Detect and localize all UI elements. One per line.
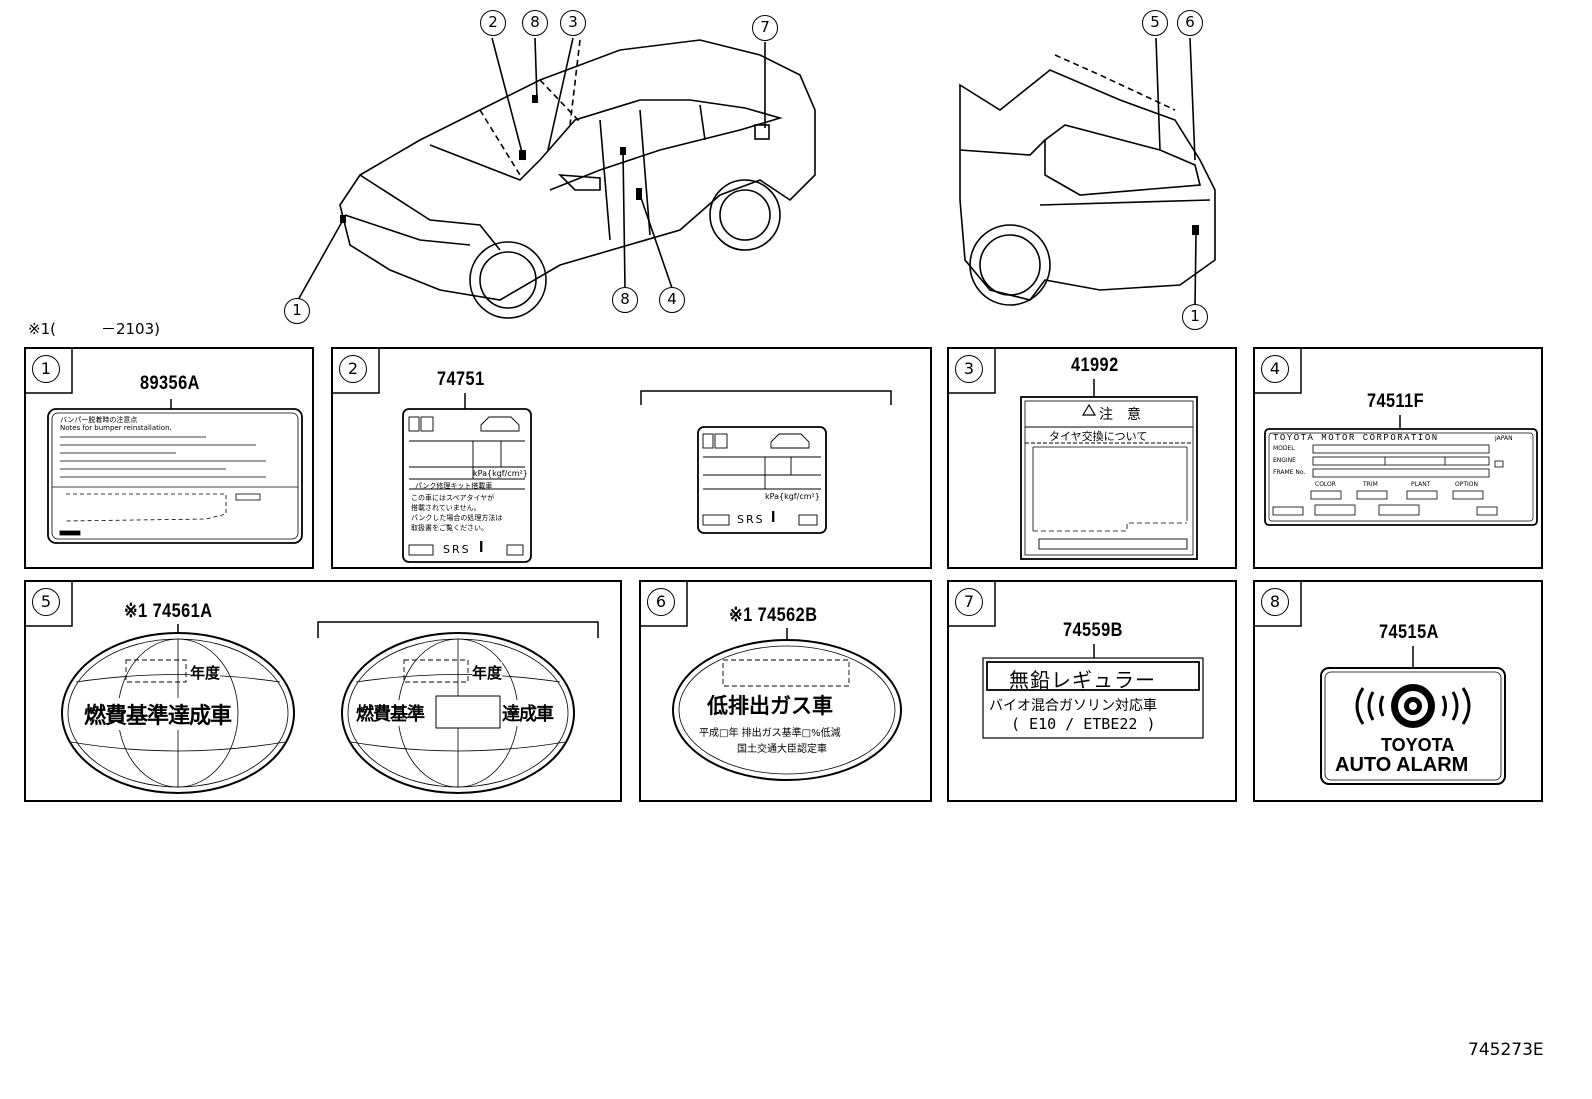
option-label: OPTION	[1455, 481, 1478, 488]
repair-kit-line4: 取扱書をご覧ください。	[411, 524, 488, 532]
bumper-notice-label	[47, 399, 303, 544]
tire-pressure-label-a	[402, 393, 532, 563]
maker-name: TOYOTA MOTOR CORPORATION	[1273, 433, 1439, 443]
panel-number: 7	[955, 588, 983, 616]
year-label-a: 年度	[190, 662, 221, 683]
part-number: ※1 74562B	[729, 605, 818, 626]
callout-1-rear: 1	[1182, 304, 1208, 330]
unleaded-regular: 無鉛レギュラー	[1009, 668, 1156, 692]
fuel-type-label	[982, 644, 1204, 739]
production-date-note: ※1( －2103)	[28, 320, 160, 338]
callout-8-front-top: 8	[522, 10, 548, 36]
trim-label: TRIM	[1363, 481, 1378, 488]
srs-text-a: SRS	[443, 543, 471, 556]
ministry-cert: 国土交通大臣認定車	[737, 744, 827, 755]
vin-plate-label	[1264, 415, 1538, 526]
repair-kit-heading: パンク修理キット搭載車	[415, 482, 493, 490]
panel-7: 7 74559B 無鉛レギュラー バイオ混合ガソリン対応車 ( E10 / ET…	[947, 580, 1237, 802]
fuel-economy-labels	[61, 621, 599, 794]
year-label-b: 年度	[472, 662, 503, 683]
pressure-unit-a: kPa{kgf/cm²}	[473, 469, 528, 478]
panel-3: 3 41992 注 意 タイヤ交換について	[947, 347, 1237, 569]
repair-kit-line2: 搭載されていません。	[411, 504, 481, 512]
panel-1: 1 89356A バンパー脱着時の注意点 Notes for bumper re…	[24, 347, 314, 569]
alarm-brand-bottom: AUTO ALARM	[1335, 754, 1469, 776]
bumper-notice-en: Notes for bumper reinstallation.	[60, 424, 172, 432]
tire-caution-label	[1020, 379, 1198, 560]
auto-alarm-label	[1320, 646, 1506, 785]
caution-heading: 注 意	[1099, 407, 1141, 423]
fuel-spec: ( E10 / ETBE22 )	[1011, 715, 1156, 733]
country: JAPAN	[1495, 435, 1513, 442]
front-car-illustration	[297, 37, 816, 319]
fuel-standard-text-b1: 燃費基準	[356, 700, 425, 726]
figure-id: 745273E	[1468, 1040, 1544, 1060]
model-label: MODEL	[1273, 445, 1295, 452]
callout-3-front: 3	[560, 10, 586, 36]
callout-1-front: 1	[284, 298, 310, 324]
frame-label: FRAME No.	[1273, 469, 1306, 476]
bumper-notice-jp: バンパー脱着時の注意点	[60, 416, 138, 424]
panel-number: 5	[32, 588, 60, 616]
callout-7-front: 7	[752, 15, 778, 41]
low-emission-title: 低排出ガス車	[707, 694, 833, 718]
panel-6: 6 ※1 74562B 低排出ガス車 平成□年 排出ガス基準□%低減 国土交通大…	[639, 580, 932, 802]
engine-label: ENGINE	[1273, 457, 1296, 464]
part-number: 41992	[1071, 355, 1119, 376]
part-number: 89356A	[140, 373, 200, 394]
pressure-unit-b: kPa{kgf/cm²}	[765, 492, 820, 501]
emission-standard-row: 平成□年 排出ガス基準□%低減	[699, 728, 841, 739]
tire-pressure-label-b	[640, 390, 892, 534]
repair-kit-line1: この車にはスペアタイヤが	[411, 494, 495, 502]
part-number: ※1 74561A	[124, 601, 213, 622]
panel-number: 8	[1261, 588, 1289, 616]
alarm-brand-top: TOYOTA	[1381, 735, 1455, 755]
part-number: 74751	[437, 369, 485, 390]
panel-4: 4 74511F TOYOTA MOTOR CORPORATION JAPAN …	[1253, 347, 1543, 569]
panel-number: 4	[1261, 355, 1289, 383]
part-number: 74511F	[1367, 391, 1425, 412]
panel-number: 2	[339, 355, 367, 383]
part-number: 74559B	[1063, 620, 1123, 641]
bio-fuel-compatible: バイオ混合ガソリン対応車	[989, 698, 1157, 714]
callout-5-rear: 5	[1142, 10, 1168, 36]
repair-kit-line3: パンクした場合の処理方法は	[411, 514, 503, 522]
fuel-standard-text-b2: 達成車	[502, 700, 554, 726]
panel-2: 2 74751 kPa{kgf/cm²} パンク修理キット搭載車 この車にはスペ…	[331, 347, 932, 569]
part-number: 74515A	[1379, 622, 1439, 643]
panel-number: 6	[647, 588, 675, 616]
panel-number: 1	[32, 355, 60, 383]
srs-i-b: I	[771, 509, 776, 526]
tire-change-subtitle: タイヤ交換について	[1049, 430, 1148, 443]
callout-6-rear: 6	[1177, 10, 1203, 36]
callout-8-front-bottom: 8	[612, 287, 638, 313]
low-emission-label	[672, 628, 902, 781]
color-label: COLOR	[1315, 481, 1336, 488]
callout-2-front: 2	[480, 10, 506, 36]
fuel-standard-text-a: 燃費基準達成車	[84, 698, 232, 730]
panel-8: 8 74515A TOYOTA AUTO ALARM	[1253, 580, 1543, 802]
callout-4-front: 4	[659, 287, 685, 313]
plant-label: PLANT	[1411, 481, 1431, 488]
srs-i-a: I	[479, 539, 484, 556]
srs-text-b: SRS	[737, 513, 765, 526]
rear-car-illustration	[959, 37, 1216, 306]
panel-number: 3	[955, 355, 983, 383]
panel-5: 5 ※1 74561A 年度 燃費基準達成車 年度 燃費基準 達成車	[24, 580, 622, 802]
